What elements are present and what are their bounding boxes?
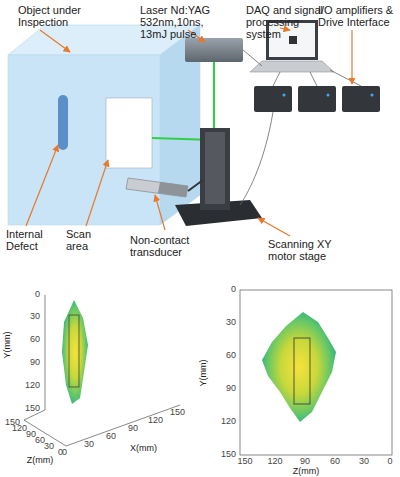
leader-arrow <box>351 30 352 84</box>
callout-label: I/O amplifiers & Drive Interface <box>318 4 400 28</box>
tick-label: 30 <box>20 312 40 322</box>
tick-label: 60 <box>20 335 40 345</box>
tick-label: 90 <box>128 424 144 434</box>
transducer-body <box>158 182 188 197</box>
tick-label: 60 <box>25 436 45 446</box>
tick-label: 90 <box>20 358 40 368</box>
stage-rail <box>205 132 225 204</box>
heatmap-blob <box>262 312 336 422</box>
axis-box <box>240 290 392 455</box>
tick-label: 120 <box>214 417 236 427</box>
led <box>371 94 374 97</box>
leader-arrow <box>258 218 290 236</box>
tick-label: 150 <box>233 457 257 467</box>
defect-outline <box>69 315 79 387</box>
axis-line <box>45 295 46 410</box>
tick-label: 120 <box>148 416 168 426</box>
tick-label: 0 <box>214 285 236 295</box>
tick-label: 120 <box>20 381 40 391</box>
cube-front <box>8 55 160 225</box>
scan-area <box>106 98 152 168</box>
leader-arrow <box>26 145 58 226</box>
axis-line <box>66 405 180 446</box>
leader-arrow <box>86 160 108 226</box>
heatmap-blob <box>62 300 88 404</box>
wire <box>240 112 273 205</box>
axis-title: Z(mm) <box>286 467 326 477</box>
callout-label: Scan area <box>66 228 106 252</box>
tick-label: 150 <box>214 450 236 460</box>
led <box>327 94 330 97</box>
wire <box>310 72 317 86</box>
laptop-base <box>250 61 334 72</box>
transducer-arm <box>188 180 203 191</box>
amplifier-box <box>342 86 380 112</box>
callout-label: Object under Inspection <box>18 4 90 28</box>
axis-title: Y(mm) <box>3 325 13 365</box>
callout-label: Internal Defect <box>6 228 58 252</box>
tick-label: 0 <box>380 457 400 467</box>
tick-label: 30 <box>214 318 236 328</box>
tick-label: 60 <box>323 457 347 467</box>
transducer <box>126 178 188 197</box>
axis-title: X(mm) <box>130 444 170 454</box>
leader-arrow <box>280 28 290 30</box>
axis-title: Z(mm) <box>20 456 60 466</box>
tick-label: 60 <box>106 432 122 442</box>
tick-label: 150 <box>20 404 40 414</box>
tick-label: 90 <box>214 384 236 394</box>
amplifier-box <box>254 86 292 112</box>
tick-label: 0 <box>20 290 40 300</box>
tick-label: 120 <box>263 457 287 467</box>
screen-icon <box>289 36 297 44</box>
tick-label: 60 <box>214 351 236 361</box>
callout-label: Scanning XY motor stage <box>268 238 358 262</box>
defect-outline <box>294 338 310 404</box>
internal-defect <box>58 95 68 150</box>
tick-label: 90 <box>16 430 36 440</box>
wire <box>273 72 280 86</box>
tick-label: 90 <box>293 457 317 467</box>
callout-label: Laser Nd:YAG 532nm,10ns, 13mJ pulse <box>140 4 228 40</box>
led <box>283 94 286 97</box>
tick-label: 30 <box>352 457 376 467</box>
amplifier-box <box>298 86 336 112</box>
tick-label: 150 <box>170 408 190 418</box>
stage-column <box>200 128 230 210</box>
tick-label: 30 <box>34 442 54 452</box>
wire <box>330 70 361 86</box>
tick-label: 120 <box>7 424 27 434</box>
axis-title: Y(mm) <box>199 353 209 393</box>
leader-arrow <box>40 30 70 52</box>
callout-label: Non-contact transducer <box>130 234 214 258</box>
tick-label: 0 <box>62 448 78 458</box>
leader-arrow <box>155 195 165 230</box>
laser-head <box>185 38 243 62</box>
wire <box>243 50 262 66</box>
tick-label: 30 <box>84 440 100 450</box>
